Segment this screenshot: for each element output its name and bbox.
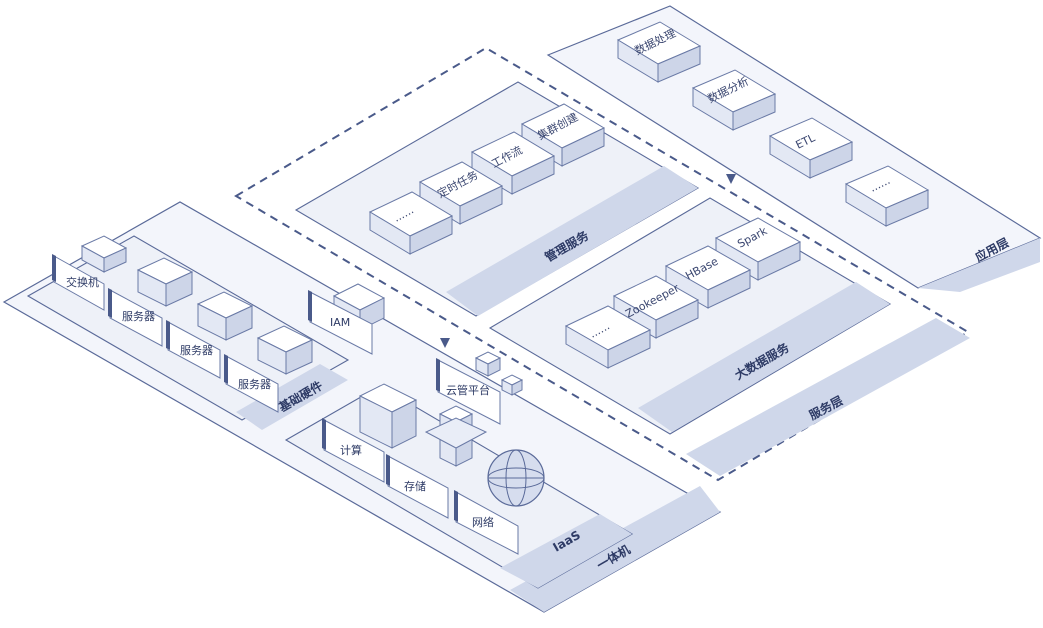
app-box-0: 数据处理 xyxy=(616,21,702,83)
iaas-card-1: 存储 xyxy=(386,454,449,519)
appliance-stripe xyxy=(510,486,720,612)
app-layer-stripe xyxy=(918,238,1040,292)
iaas-card-2: 网络 xyxy=(454,490,519,555)
bigdata-box-1: HBase xyxy=(664,245,752,309)
hardware-card-3: 服务器 xyxy=(224,354,279,413)
hardware-item-label: 服务器 xyxy=(238,378,271,391)
switch-device xyxy=(80,235,128,273)
mgmt-box-0: 集群创建 xyxy=(520,103,606,167)
hardware-item-label: 服务器 xyxy=(180,344,213,357)
server-stack-1 xyxy=(136,257,194,307)
arrow-down-icon xyxy=(726,174,736,184)
arrow-down-icon xyxy=(440,338,450,348)
hardware-stripe xyxy=(236,364,348,430)
iaas-stripe xyxy=(500,514,632,588)
bigdata-layer: 大数据服务 Spark HBase Zookeeper ...... xyxy=(488,197,892,435)
bigdata-stripe xyxy=(638,282,890,432)
iam-card: IAM xyxy=(308,290,373,355)
cloud-label: 云管平台 xyxy=(446,383,490,397)
cloud-cubes xyxy=(474,351,524,396)
mgmt-box-1: 工作流 xyxy=(470,131,556,195)
server-stack-2 xyxy=(196,291,254,341)
hardware-item-label: 交换机 xyxy=(66,275,99,289)
mgmt-box-3: ...... xyxy=(368,191,454,255)
hardware-card-1: 服务器 xyxy=(108,288,163,347)
mgmt-box-2: 定时任务 xyxy=(418,161,504,225)
iaas-item-label: 存储 xyxy=(404,479,426,493)
bigdata-box-3: ...... xyxy=(564,305,652,369)
iam-label: IAM xyxy=(330,316,350,329)
app-box-2: ETL xyxy=(768,117,854,179)
app-layer: 应用层 数据处理 数据分析 ETL ...... xyxy=(546,5,1042,292)
hardware-card-0: 交换机 xyxy=(52,254,105,311)
app-box-3: ...... xyxy=(844,165,930,227)
globe-icon xyxy=(487,449,545,507)
storage-tower xyxy=(424,405,488,467)
server-stack-3 xyxy=(256,325,314,375)
hardware-item-label: 服务器 xyxy=(122,310,155,323)
appliance-layer: 一体机 基础硬件 交换机 xyxy=(2,201,722,613)
mgmt-stripe xyxy=(446,166,698,316)
iaas-item-label: 计算 xyxy=(340,443,362,457)
cloud-card: 云管平台 xyxy=(436,358,501,425)
hardware-card-2: 服务器 xyxy=(166,320,221,379)
storage-rack xyxy=(358,383,418,449)
app-box-1: 数据分析 xyxy=(691,69,777,131)
iaas-item-label: 网络 xyxy=(472,515,494,529)
mgmt-layer: 管理服务 集群创建 工作流 定时任务 ...... xyxy=(294,81,700,317)
service-layer-stripe xyxy=(686,318,970,476)
iaas-card-0: 计算 xyxy=(322,418,385,483)
